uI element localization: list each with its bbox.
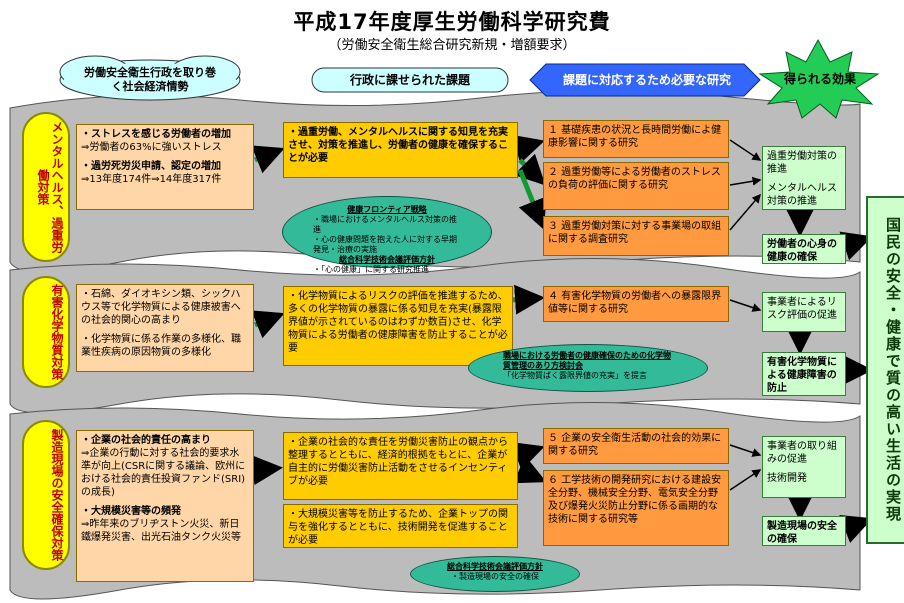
section-3-research-6: ６ 工学技術の開発研究における建設安全分野、機械安全分野、電気安全分野及び爆発火… — [543, 470, 729, 546]
section-1-effect-result: 労働者の心身の健康の確保 — [762, 234, 846, 264]
header-cloud-text: 労働安全衛生行政を取り巻く社会経済情勢 — [84, 66, 216, 93]
section-3-research-5: ５ 企業の安全衛生活動の社会的効果に関する研究 — [543, 428, 729, 464]
section-1-research-1: １ 基礎疾患の状況と長時間労働によ健康影響に関する研究 — [543, 120, 729, 158]
section-3-label: 製造現場の安全確保対策 — [22, 420, 70, 570]
cloud-shape — [59, 55, 241, 101]
page-subtitle: （労働安全衛生総合研究新規・増額要求） — [328, 38, 576, 53]
section-3-mid-box-2: ・大規模災害等を防止するため、企業トップの関与を強化するとともに、技術開発を促進… — [283, 504, 518, 548]
star-shape — [758, 38, 880, 119]
section-2-mid-box: ・化学物質によるリスクの評価を推進するため、多くの化学物質の暴露に係る知見を充実… — [283, 286, 513, 366]
section-2-effect-result: 有害化学物質による健康障害の防止 — [762, 352, 846, 396]
section-2-label: 有害化学物質対策 — [22, 276, 70, 388]
section-1-mid-box: ・過重労働、メンタルヘルスに関する知見を充実させ、対策を推進し、労働者の健康を確… — [283, 122, 518, 178]
section-3-effect-result: 製造現場の安全の確保 — [762, 516, 846, 546]
middle-header-shape — [311, 67, 509, 93]
section-1-teal-ellipse: 健康フロンティア戦略 ・職場におけるメンタルヘルス対策の推進 ・心の健康問題を抱… — [282, 196, 492, 274]
outcome-tall-box: 国民の安全・健康で質の高い生活の実現 — [866, 196, 904, 544]
section-1-research-2: ２ 過重労働等による労働者のストレスの負荷の評価に関する研究 — [543, 162, 729, 210]
section-2-research-4: ４ 有害化学物質の労働者への暴露限界値等に関する研究 — [543, 286, 729, 322]
header-star-text: 得られる効果 — [783, 72, 856, 86]
section-3-effect-box: 事業者の取り組みの促進 技術開発 — [762, 436, 846, 498]
page-title: 平成17年度厚生労働科学研究費 — [293, 10, 611, 34]
section-1-effect-box: 過重労働対策の推進 メンタルヘルス対策の推進 — [762, 146, 846, 210]
section-2-effect-box: 事業者によるリスク評価の促進 — [762, 292, 846, 332]
section-2-teal-ellipse: 職場における労働者の健康確保のための化学物質管理のあり方検討会 「化学物質ばく露… — [468, 344, 708, 392]
section-1-label: メンタルヘルス、過重労働対策 — [22, 112, 70, 262]
header-middle-text: 行政に課せられた課題 — [349, 73, 470, 87]
section-1-left-box: ・ストレスを感じる労働者の増加 ⇒労働者の63%に強いストレス ・過労死労災申請… — [76, 124, 254, 210]
header-right-text: 課題に対応するため必要な研究 — [562, 73, 731, 87]
section-2-left-box: ・石綿、ダイオキシン類、シックハウス等で化学物質による健康被害への社会的関心の高… — [76, 284, 254, 372]
right-header-shape — [529, 63, 761, 97]
section-3-left-box: ・企業の社会的責任の高まり ⇒企業の行動に対する社会的要求水準が向上(CSRに関… — [76, 430, 254, 582]
section-3-teal-ellipse: 総合科学技術会議評価方針 ・製造現場の安全の確保 — [410, 556, 580, 592]
section-1-research-3: ３ 過重労働対策に対する事業場の取組に関する調査研究 — [543, 216, 729, 256]
section-3-mid-box-1: ・企業の社会的な責任を労働災害防止の観点から整理するとともに、経済的根拠をもとに… — [283, 432, 518, 500]
